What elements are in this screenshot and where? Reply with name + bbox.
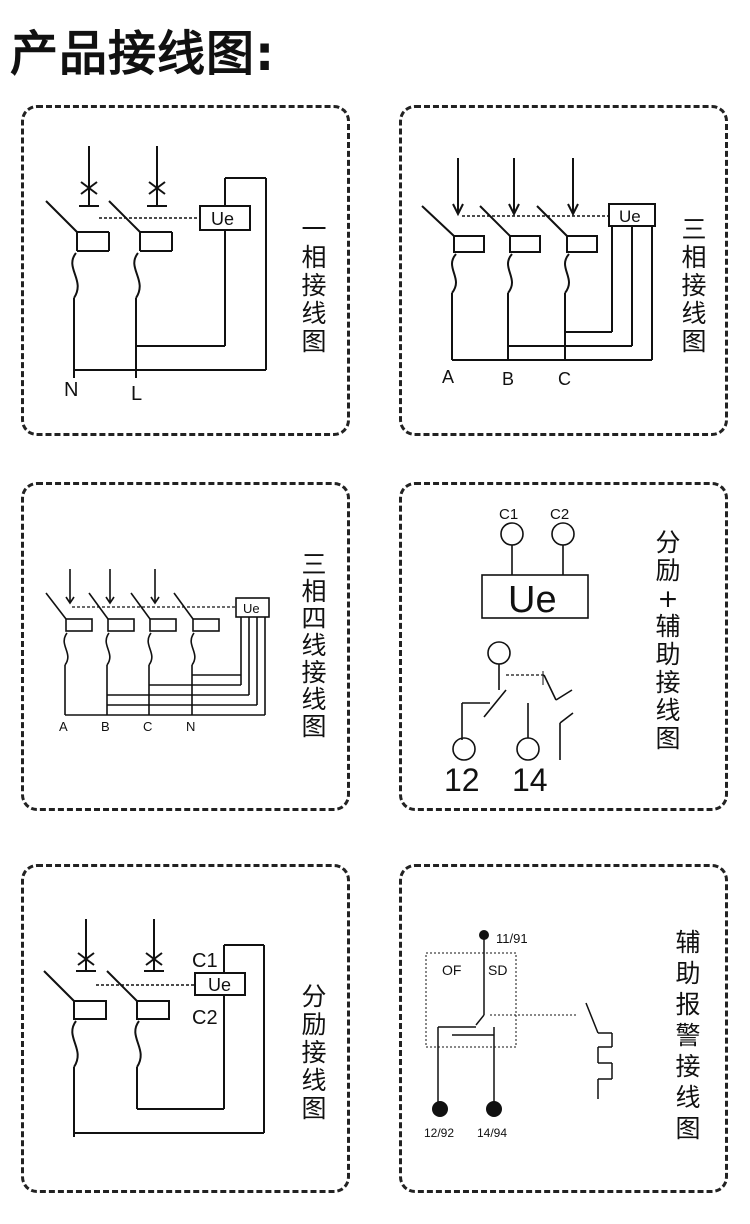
box-label-sd: SD bbox=[488, 962, 507, 978]
terminal-n: N bbox=[64, 379, 78, 401]
panel-single-phase: Ue N L 一相接线图 bbox=[21, 105, 350, 436]
page-title: 产品接线图: bbox=[10, 26, 276, 82]
single-phase-diagram: Ue N L bbox=[45, 146, 267, 405]
panel-aux-alarm: 11/91 OF SD 12/92 14/94 辅助报警接线图 bbox=[399, 864, 728, 1193]
coil-terminal-c1: C1 bbox=[192, 950, 218, 972]
panel-label: 分励+辅助接线图 bbox=[655, 528, 681, 753]
coil-label: Ue bbox=[508, 579, 557, 621]
aux-alarm-diagram: 11/91 OF SD 12/92 14/94 bbox=[424, 930, 613, 1140]
panel-label: 三相四线接线图 bbox=[301, 550, 327, 741]
coil-terminal-c2: C2 bbox=[550, 506, 569, 523]
coil-label: Ue bbox=[619, 207, 641, 226]
terminal-l: L bbox=[131, 383, 142, 405]
terminal-c: C bbox=[558, 369, 571, 389]
coil-terminal-c1: C1 bbox=[499, 506, 518, 523]
three-phase-four-wire-diagram: Ue A B C N bbox=[45, 569, 270, 734]
panel-shunt: C1 Ue C2 分励接线图 bbox=[21, 864, 350, 1193]
panel-shunt-aux: C1 C2 Ue 12 14 分励+辅助接线图 bbox=[399, 482, 728, 811]
terminal-c: C bbox=[143, 719, 152, 734]
shunt-aux-diagram: C1 C2 Ue 12 14 bbox=[444, 506, 589, 798]
terminal-a: A bbox=[442, 367, 454, 387]
coil-label: Ue bbox=[208, 975, 231, 995]
coil-label: Ue bbox=[211, 209, 234, 229]
aux-terminal-14: 14 bbox=[512, 762, 548, 798]
three-phase-diagram: Ue A B C bbox=[421, 158, 656, 389]
panel-label: 分励接线图 bbox=[301, 982, 327, 1123]
panel-label: 三相接线图 bbox=[681, 215, 707, 356]
terminal-n: N bbox=[186, 719, 195, 734]
aux-terminal-12: 12 bbox=[444, 762, 480, 798]
common-terminal: 11/91 bbox=[496, 931, 528, 946]
panel-label: 一相接线图 bbox=[301, 215, 327, 356]
terminal-14-94: 14/94 bbox=[477, 1126, 507, 1140]
terminal-b: B bbox=[101, 719, 110, 734]
panel-three-phase-four-wire: Ue A B C N 三相四线接线图 bbox=[21, 482, 350, 811]
box-label-of: OF bbox=[442, 962, 461, 978]
shunt-diagram: C1 Ue C2 bbox=[43, 919, 265, 1137]
coil-label: Ue bbox=[243, 601, 260, 616]
panel-label: 辅助报警接线图 bbox=[675, 928, 701, 1143]
terminal-a: A bbox=[59, 719, 68, 734]
coil-terminal-c2: C2 bbox=[192, 1007, 218, 1029]
terminal-b: B bbox=[502, 369, 514, 389]
panel-three-phase: Ue A B C 三相接线图 bbox=[399, 105, 728, 436]
terminal-12-92: 12/92 bbox=[424, 1126, 454, 1140]
